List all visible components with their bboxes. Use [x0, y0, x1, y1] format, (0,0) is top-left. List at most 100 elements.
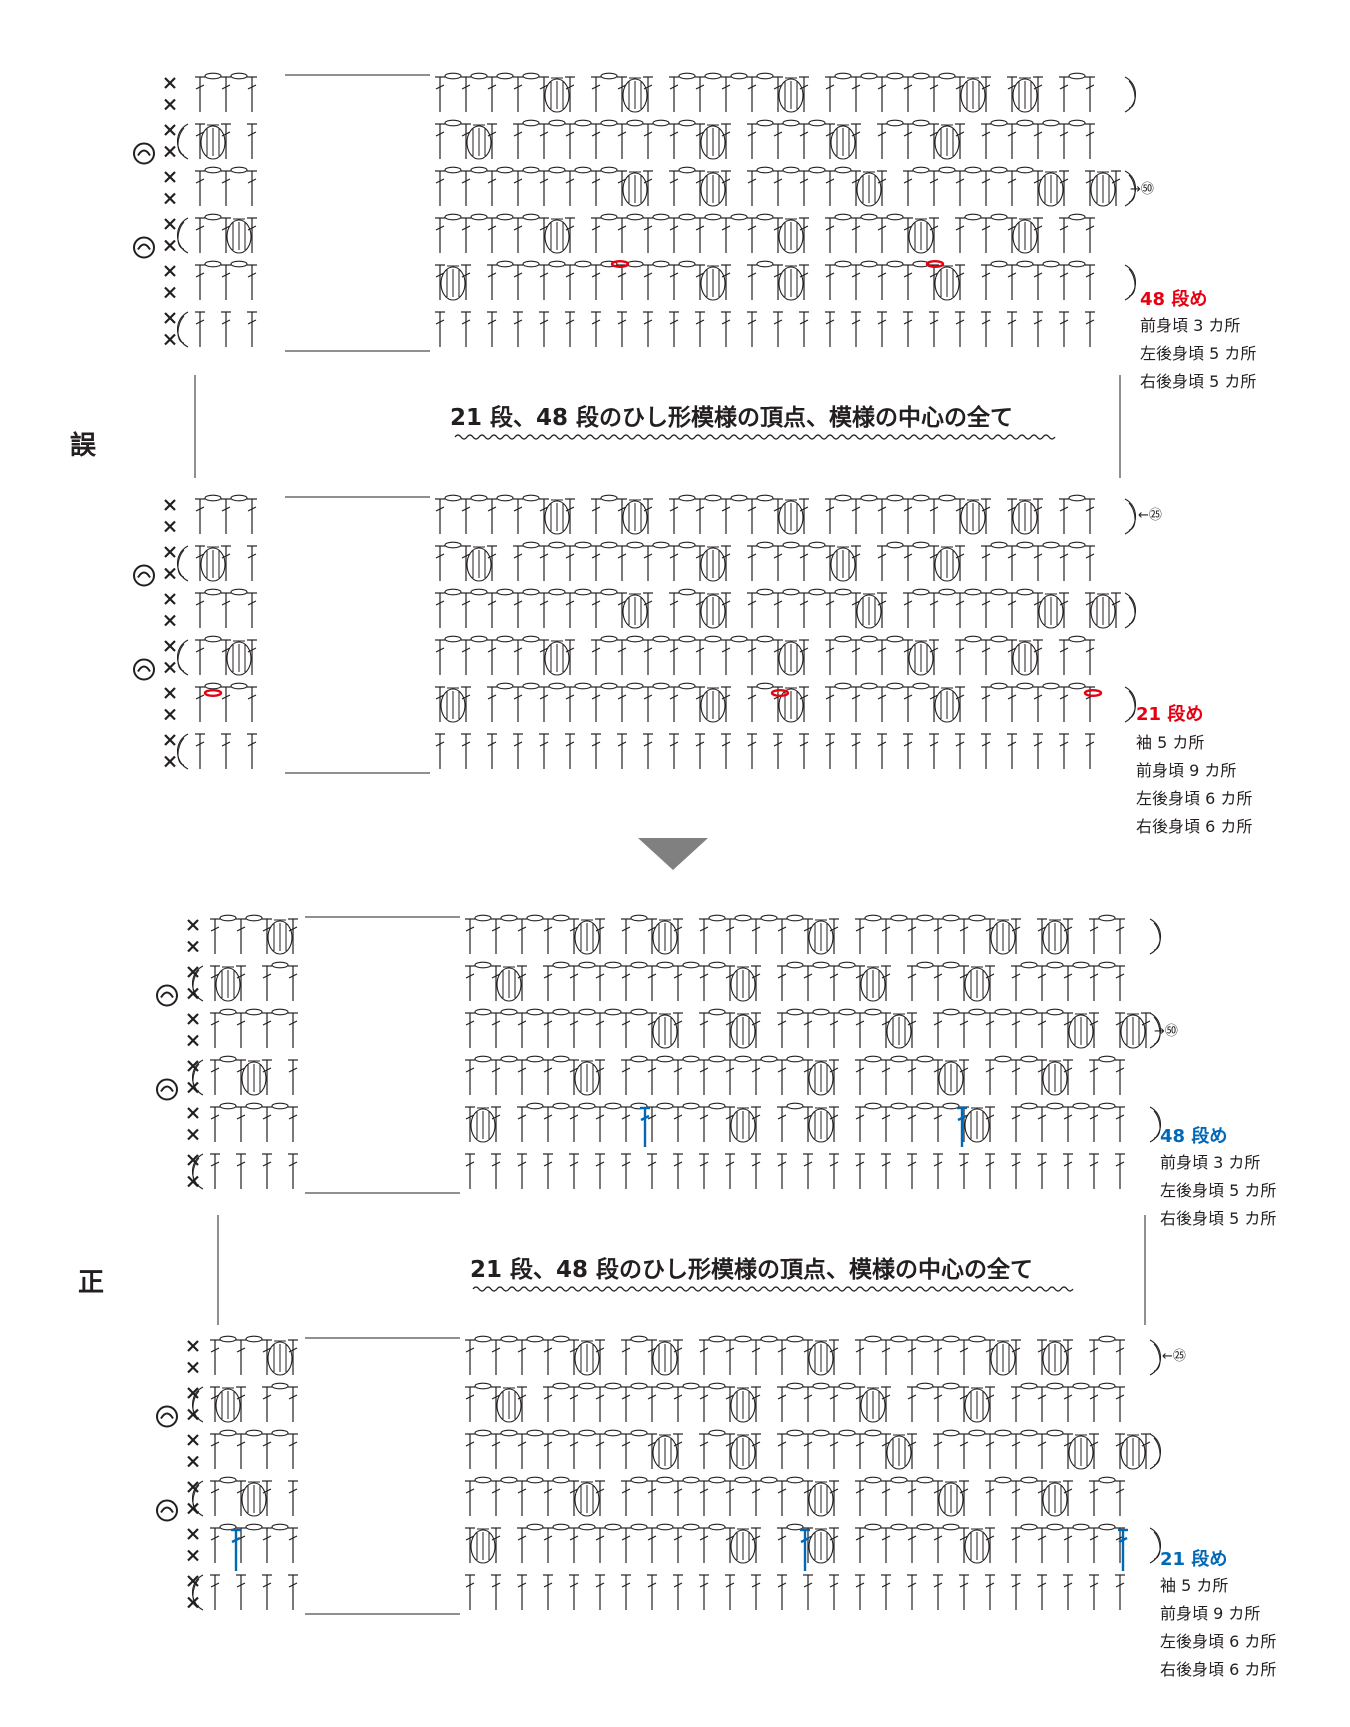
chain-stitch — [860, 213, 878, 221]
chain-stitch — [678, 166, 696, 174]
chain-stitch — [474, 1382, 492, 1390]
chain-stitch — [1042, 260, 1060, 268]
chain-stitch — [708, 1335, 726, 1343]
cluster-stitch — [1012, 641, 1038, 676]
row25-arrow-wrong: ←㉕ — [1138, 508, 1162, 523]
turning-chain — [1124, 170, 1137, 207]
chain-stitch — [708, 1382, 726, 1390]
chain-stitch — [1098, 1102, 1116, 1110]
chain-stitch — [526, 1335, 544, 1343]
chain-stitch — [630, 961, 648, 969]
chain-stitch — [522, 119, 540, 127]
chain-stitch — [886, 635, 904, 643]
chain-stitch — [990, 682, 1008, 690]
chain-stitch — [600, 494, 618, 502]
chain-stitch — [219, 1523, 237, 1531]
cluster-stitch — [241, 1482, 267, 1517]
cluster-stitch — [574, 1341, 600, 1376]
correct-label: 正 — [78, 1268, 105, 1298]
chain-stitch — [886, 494, 904, 502]
cluster-stitch — [652, 1014, 678, 1049]
cluster-stitch — [622, 500, 648, 535]
turning-chain — [1124, 592, 1137, 629]
chain-stitch — [1046, 1102, 1064, 1110]
cluster-stitch — [908, 641, 934, 676]
chain-stitch — [245, 1523, 263, 1531]
cluster-stitch — [622, 594, 648, 629]
chain-stitch — [756, 588, 774, 596]
chain-stitch — [834, 682, 852, 690]
chain-stitch — [474, 961, 492, 969]
chain-stitch — [496, 213, 514, 221]
chain-stitch — [470, 72, 488, 80]
cluster-stitch — [908, 219, 934, 254]
chain-stitch — [890, 1476, 908, 1484]
chain-stitch — [526, 1429, 544, 1437]
cluster-stitch — [808, 920, 834, 955]
chain-stitch — [708, 1008, 726, 1016]
chain-stitch — [886, 72, 904, 80]
chain-stitch — [912, 541, 930, 549]
chain-stitch — [786, 1382, 804, 1390]
chain-stitch — [522, 541, 540, 549]
cluster-stitch — [934, 125, 960, 160]
chain-stitch — [526, 914, 544, 922]
chain-stitch — [678, 588, 696, 596]
chain-stitch — [942, 1429, 960, 1437]
chain-stitch — [1042, 119, 1060, 127]
chain-stitch — [630, 1476, 648, 1484]
chain-stitch — [786, 1008, 804, 1016]
cluster-stitch — [226, 641, 252, 676]
chain-stitch — [1072, 1523, 1090, 1531]
chain-stitch — [994, 1008, 1012, 1016]
chain-stitch — [574, 541, 592, 549]
chain-stitch — [864, 1055, 882, 1063]
center-note-wrong: 21 段、48 段のひし形模様の頂点、模様の中心の全て — [450, 405, 1014, 431]
cluster-stitch — [808, 1061, 834, 1096]
chain-stitch — [786, 1055, 804, 1063]
cluster-stitch — [1090, 594, 1116, 629]
chain-stitch — [600, 588, 618, 596]
chain-stitch — [630, 1102, 648, 1110]
chain-stitch — [704, 494, 722, 502]
wrong-row21-head: 21 段め — [1136, 704, 1204, 725]
chain-stitch — [245, 1008, 263, 1016]
chain-stitch — [230, 260, 248, 268]
chain-stitch — [1016, 541, 1034, 549]
correct-row48-line-1: 前身頃 3 カ所 — [1160, 1153, 1261, 1172]
chain-stitch — [652, 682, 670, 690]
chain-stitch — [682, 1476, 700, 1484]
slip-ring-icon — [156, 1499, 178, 1522]
chain-stitch — [942, 914, 960, 922]
chain-stitch — [500, 1476, 518, 1484]
cluster-stitch — [960, 78, 986, 113]
chain-stitch — [756, 72, 774, 80]
chain-stitch — [271, 1429, 289, 1437]
chain-stitch — [552, 1382, 570, 1390]
slip-ring-icon — [156, 1405, 178, 1428]
wrong-row48-line-1: 前身頃 3 カ所 — [1140, 316, 1241, 335]
turning-chain — [1124, 686, 1137, 723]
chain-stitch — [574, 260, 592, 268]
chain-stitch — [912, 682, 930, 690]
chain-stitch — [604, 1102, 622, 1110]
chain-stitch — [444, 588, 462, 596]
chain-stitch — [1016, 119, 1034, 127]
chain-stitch — [652, 213, 670, 221]
chain-stitch — [1016, 260, 1034, 268]
chain-stitch — [942, 1335, 960, 1343]
chain-stitch — [626, 682, 644, 690]
chain-stitch — [812, 961, 830, 969]
chain-stitch — [1068, 541, 1086, 549]
chain-stitch — [474, 1008, 492, 1016]
chain-stitch — [444, 213, 462, 221]
chain-stitch — [526, 1476, 544, 1484]
chain-stitch — [734, 1055, 752, 1063]
chain-stitch — [890, 1523, 908, 1531]
chain-stitch — [600, 72, 618, 80]
chain-stitch — [626, 213, 644, 221]
row25-arrow-correct: ←㉕ — [1162, 1349, 1186, 1364]
cluster-stitch — [652, 1341, 678, 1376]
cluster-stitch — [730, 1108, 756, 1143]
chain-stitch — [1098, 1523, 1116, 1531]
